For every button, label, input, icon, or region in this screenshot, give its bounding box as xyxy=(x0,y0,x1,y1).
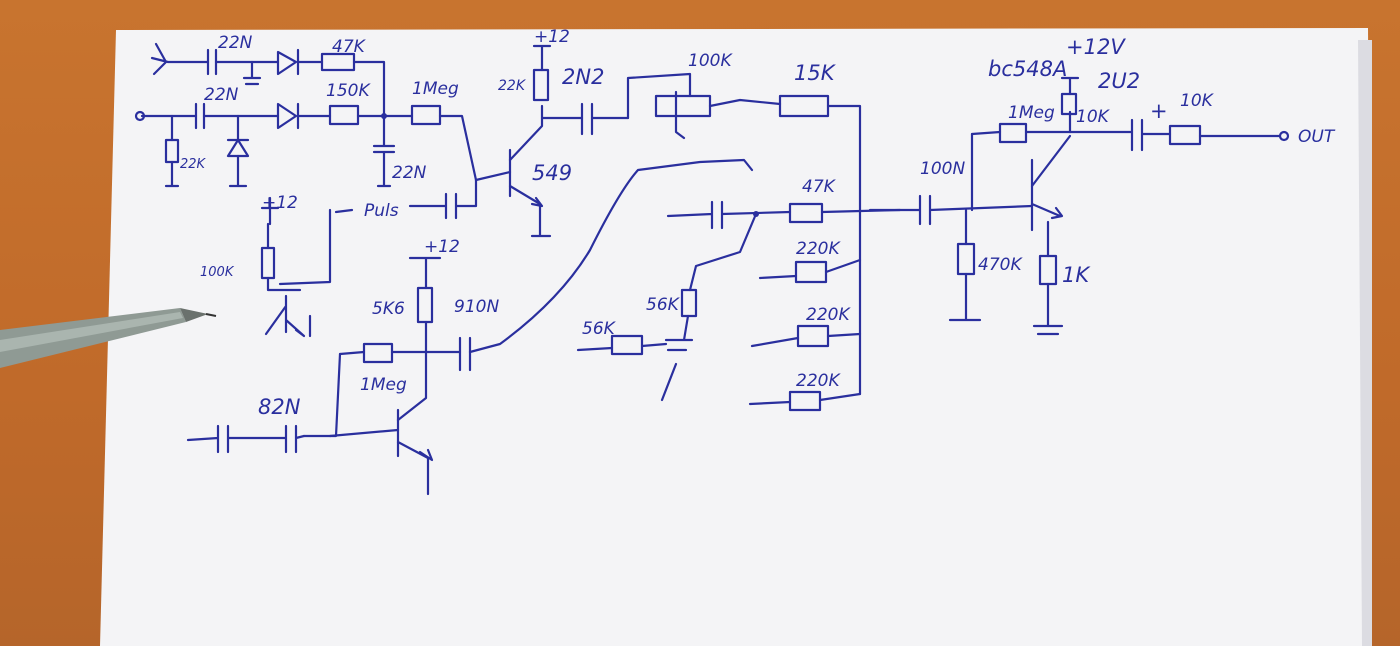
label-c-82n: 82N xyxy=(258,395,301,419)
label-plus12-a: +12 xyxy=(262,193,298,213)
pen xyxy=(0,308,217,368)
label-c-100n: 100N xyxy=(920,159,965,179)
label-plus12-b: +12 xyxy=(424,237,460,257)
paper-sheet xyxy=(100,28,1372,646)
pulse-section xyxy=(260,196,332,338)
label-r-22k-b: 22K xyxy=(498,78,527,94)
label-r-15k: 15K xyxy=(794,61,837,85)
label-supply-x12: +12 xyxy=(534,27,570,47)
label-r-47k-mix: 47K xyxy=(802,177,837,197)
label-r-10k-a: 10K xyxy=(1076,107,1111,127)
input-stage xyxy=(134,42,478,188)
transistor-bottom xyxy=(186,158,754,496)
mixer-network xyxy=(576,200,902,412)
label-c-in1: 22N xyxy=(218,33,253,53)
label-puls: Puls xyxy=(364,201,399,221)
label-r-5k6: 5K6 xyxy=(372,299,405,319)
paper-shadow xyxy=(1358,40,1372,646)
label-r-220k-2: 220K xyxy=(806,305,851,325)
transistor-549 xyxy=(334,44,630,238)
label-r-22k-in: 22K xyxy=(180,157,207,172)
label-q-549: 549 xyxy=(532,161,572,185)
label-r-470k: 470K xyxy=(978,255,1023,275)
label-plus12v: +12V xyxy=(1066,35,1126,59)
label-c-22n-mid: 22N xyxy=(392,163,427,183)
label-pot-100k: 100K xyxy=(688,51,733,71)
label-r-220k-3: 220K xyxy=(796,371,841,391)
label-c-910n: 910N xyxy=(454,297,499,317)
label-cap-plus: + xyxy=(1150,99,1168,123)
component-labels: 22N 22N 47K 150K 22K 1Meg 22N Puls +12 2… xyxy=(180,27,1336,419)
label-c-2u2: 2U2 xyxy=(1098,69,1140,93)
pot-and-15k xyxy=(626,72,862,396)
label-c-in2: 22N xyxy=(204,85,239,105)
label-c-2n2: 2N2 xyxy=(562,65,604,89)
label-r-1meg-b: 1Meg xyxy=(360,375,407,395)
label-r-220k-1: 220K xyxy=(796,239,841,259)
output-stage xyxy=(868,76,1290,336)
label-r-1meg-c: 1Meg xyxy=(1008,103,1055,123)
label-r-47k-top: 47K xyxy=(332,37,367,57)
label-r-100k-side: 100K xyxy=(200,265,235,280)
label-r-150k: 150K xyxy=(326,81,371,101)
label-r-10k-out: 10K xyxy=(1180,91,1215,111)
label-q-bc548: bc548A xyxy=(988,57,1067,81)
label-out: OUT xyxy=(1298,127,1336,147)
label-r-1meg-a: 1Meg xyxy=(412,79,459,99)
label-r-1k: 1K xyxy=(1062,263,1091,287)
label-r-56k-b: 56K xyxy=(646,295,681,315)
label-r-56k-a: 56K xyxy=(582,319,617,339)
